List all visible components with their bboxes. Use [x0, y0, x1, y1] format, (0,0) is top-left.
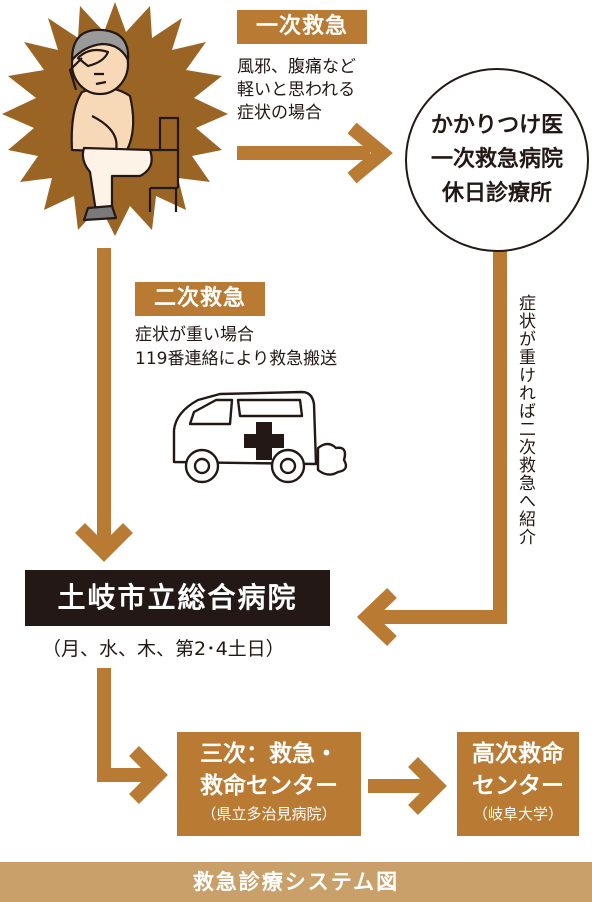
- referral-note: 症状が重ければ二次救急へ紹介: [514, 290, 536, 550]
- tertiary-sub: （県立多治見病院）: [201, 805, 337, 823]
- secondary-emergency-tag: 二次救急: [135, 282, 265, 316]
- cross-symbol: [244, 422, 284, 460]
- clinic-circle: かかりつけ医 一次救急病院 休日診療所: [405, 68, 589, 252]
- hospital-days: （月、水、木、第2･4土日）: [42, 638, 285, 660]
- secondary-note-line-2: 119番連絡により救急搬送: [135, 349, 338, 369]
- tertiary-line-1: 三次：救急・: [200, 741, 338, 767]
- arrow-to-hospital-head: [75, 523, 133, 562]
- advanced-line-1: 高次救命: [472, 741, 564, 767]
- ambulance-icon: [172, 390, 348, 484]
- arrow-to-tertiary-line: [97, 668, 152, 782]
- advanced-sub: （岐阜大学）: [472, 805, 563, 823]
- primary-note-line-2: 軽いと思われる: [237, 80, 356, 100]
- hospital-name-box: 土岐市立総合病院: [25, 570, 330, 626]
- advanced-line-2: センター: [472, 773, 564, 799]
- patient-illustration: [2, 2, 228, 236]
- primary-note-line-3: 症状の場合: [237, 103, 322, 123]
- tertiary-center-box: 三次：救急・ 救命センター （県立多治見病院）: [177, 732, 361, 836]
- tertiary-line-2: 救命センター: [200, 773, 338, 799]
- diagram-title-footer: 救急診療システム図: [0, 862, 592, 902]
- advanced-center-box: 高次救命 センター （岐阜大学）: [457, 732, 579, 836]
- clinic-line-1: かかりつけ医: [430, 113, 564, 138]
- arrow-referral-line: [372, 250, 507, 624]
- clinic-line-2: 一次救急病院: [430, 147, 563, 172]
- arrow-to-clinic-head: [347, 122, 393, 184]
- arrow-to-advanced-head: [408, 757, 447, 815]
- primary-emergency-tag: 一次救急: [237, 10, 367, 44]
- secondary-note-line-1: 症状が重い場合: [135, 325, 254, 345]
- arrow-to-tertiary-head: [129, 746, 168, 804]
- clinic-line-3: 休日診療所: [441, 181, 552, 206]
- primary-note-line-1: 風邪、腹痛など: [237, 57, 356, 77]
- arrow-referral-head: [356, 587, 397, 647]
